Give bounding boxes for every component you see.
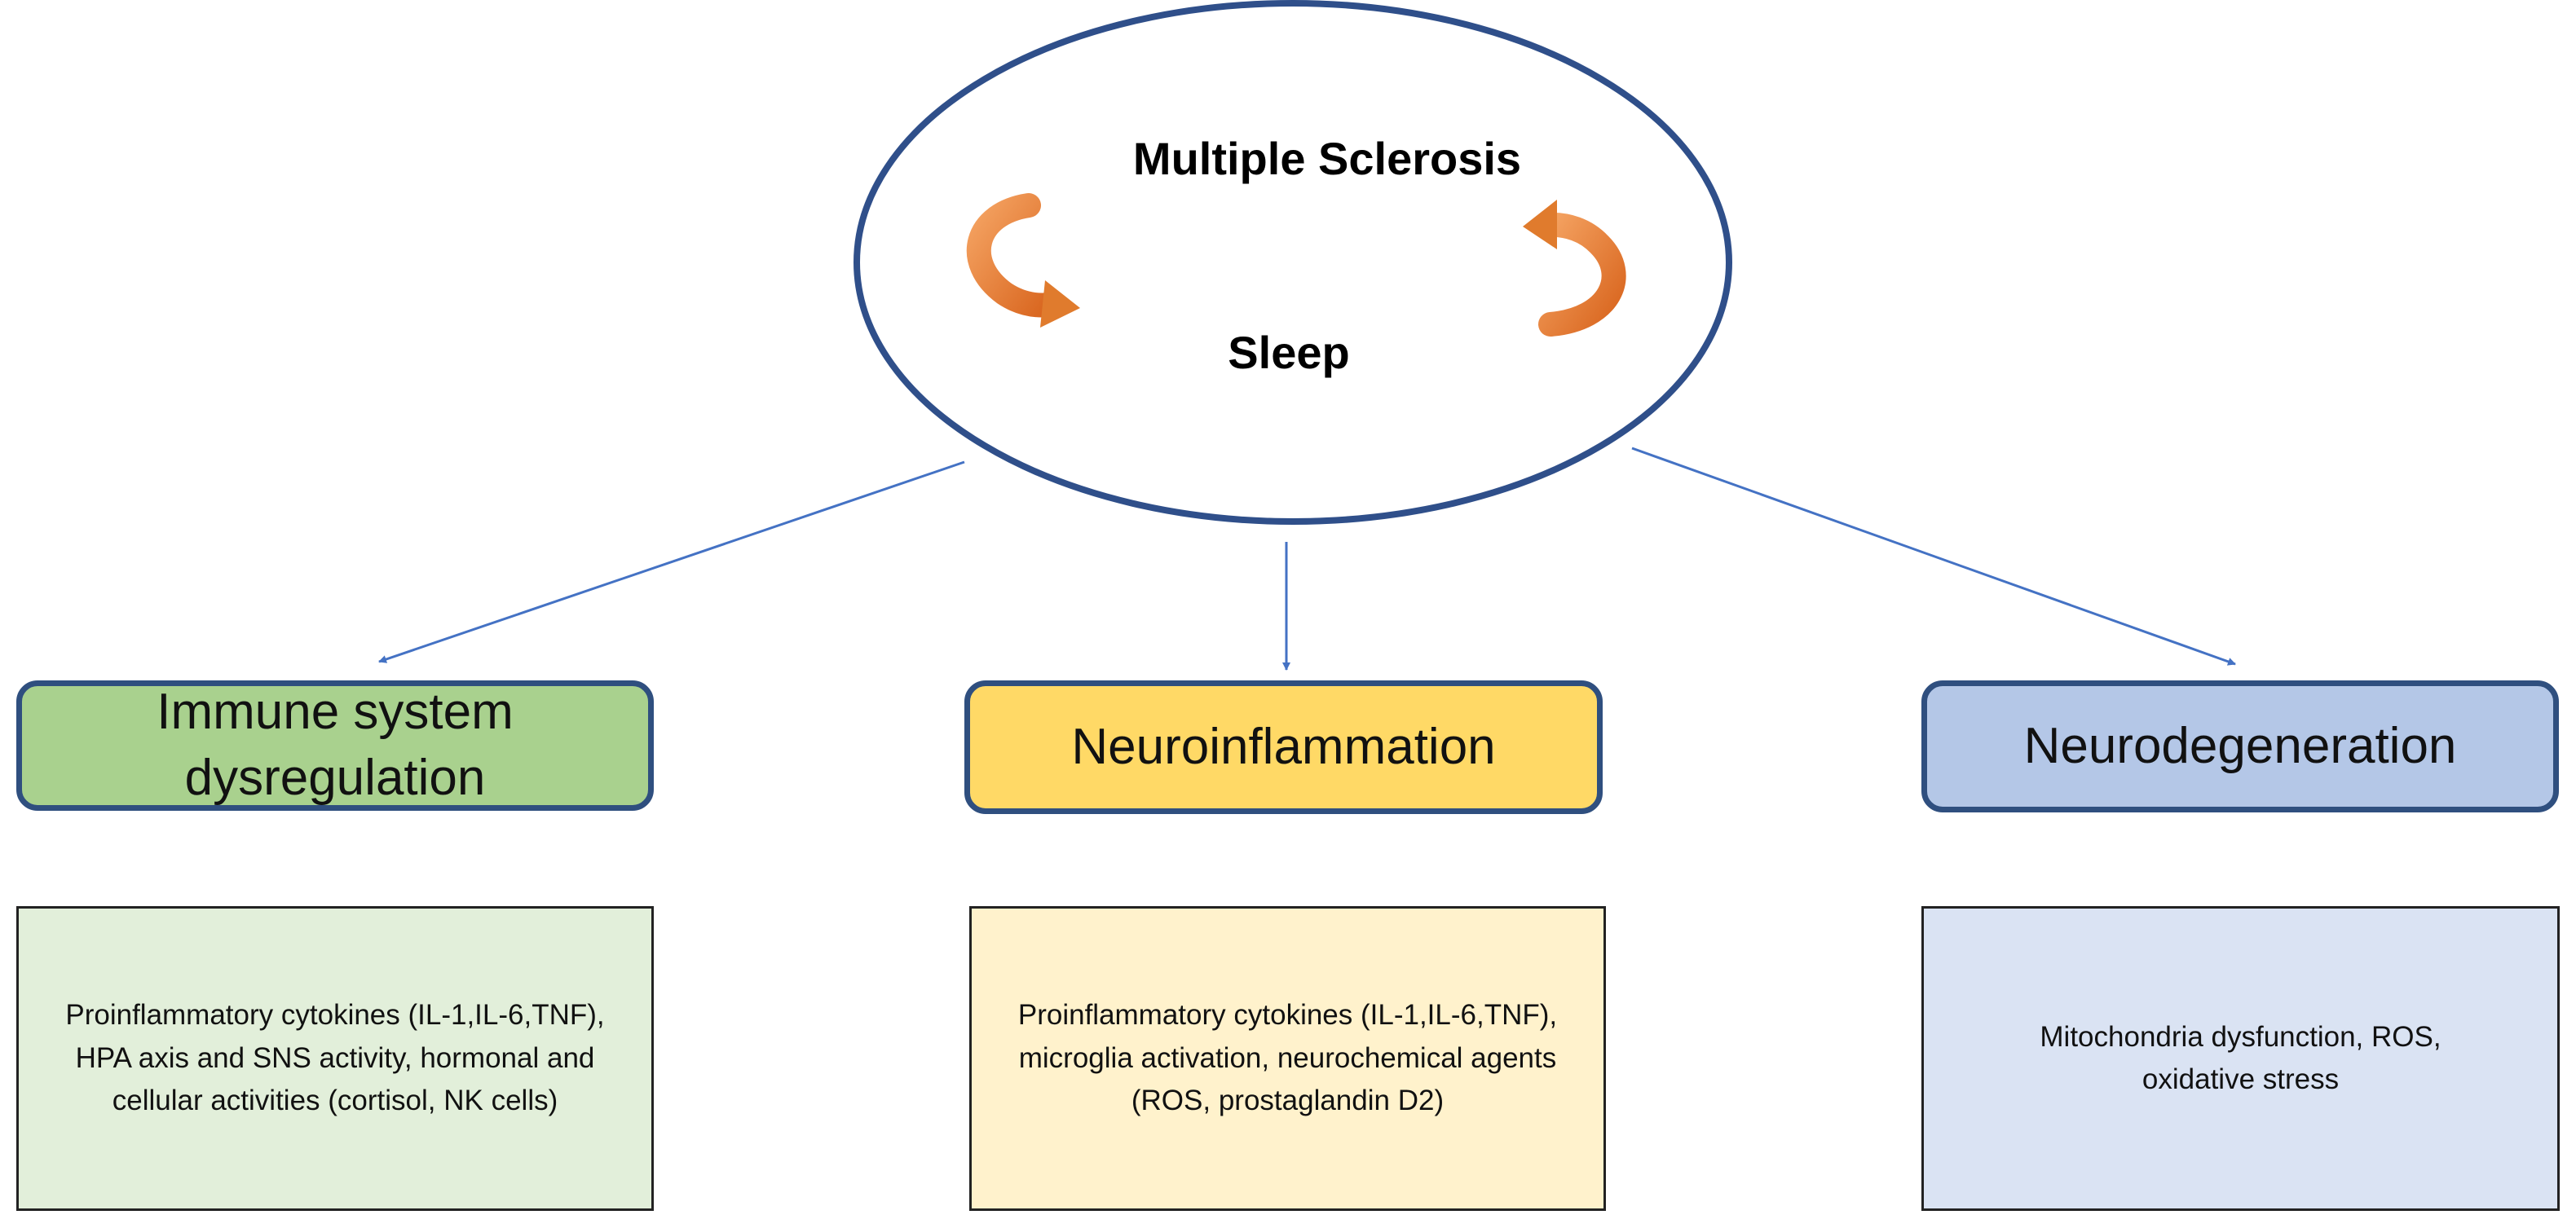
- neuroinflammation-detail-text: Proinflammatory cytokines (IL-1,IL-6,TNF…: [1017, 999, 1558, 1117]
- immune-detail-box: Proinflammatory cytokines (IL-1,IL-6,TNF…: [16, 906, 654, 1211]
- neuroinflammation-box: Neuroinflammation: [964, 680, 1603, 814]
- neurodegeneration-box: Neurodegeneration: [1921, 680, 2559, 812]
- neuroinflammation-label: Neuroinflammation: [1071, 718, 1496, 775]
- neurodegeneration-label: Neurodegeneration: [2023, 717, 2457, 774]
- arrow-to-neurodegeneration: [1631, 447, 2236, 666]
- immune-dysregulation-box: Immune system dysregulation: [16, 680, 654, 811]
- center-subtitle: Sleep: [1228, 327, 1350, 378]
- neurodegeneration-detail-box: Mitochondria dysfunction, ROS, oxidative…: [1921, 906, 2560, 1211]
- cycle-arrow-left-icon: [966, 193, 1080, 328]
- cycle-arrow-right-icon: [1523, 200, 1626, 337]
- neuroinflammation-detail-box: Proinflammatory cytokines (IL-1,IL-6,TNF…: [969, 906, 1606, 1211]
- arrow-to-immune: [378, 460, 965, 663]
- central-ellipse: [854, 0, 1732, 525]
- center-title: Multiple Sclerosis: [1132, 133, 1522, 184]
- immune-detail-text: Proinflammatory cytokines (IL-1,IL-6,TNF…: [65, 999, 605, 1117]
- immune-dysregulation-label: Immune system dysregulation: [157, 684, 514, 806]
- neurodegeneration-detail-text: Mitochondria dysfunction, ROS, oxidative…: [2040, 1020, 2441, 1096]
